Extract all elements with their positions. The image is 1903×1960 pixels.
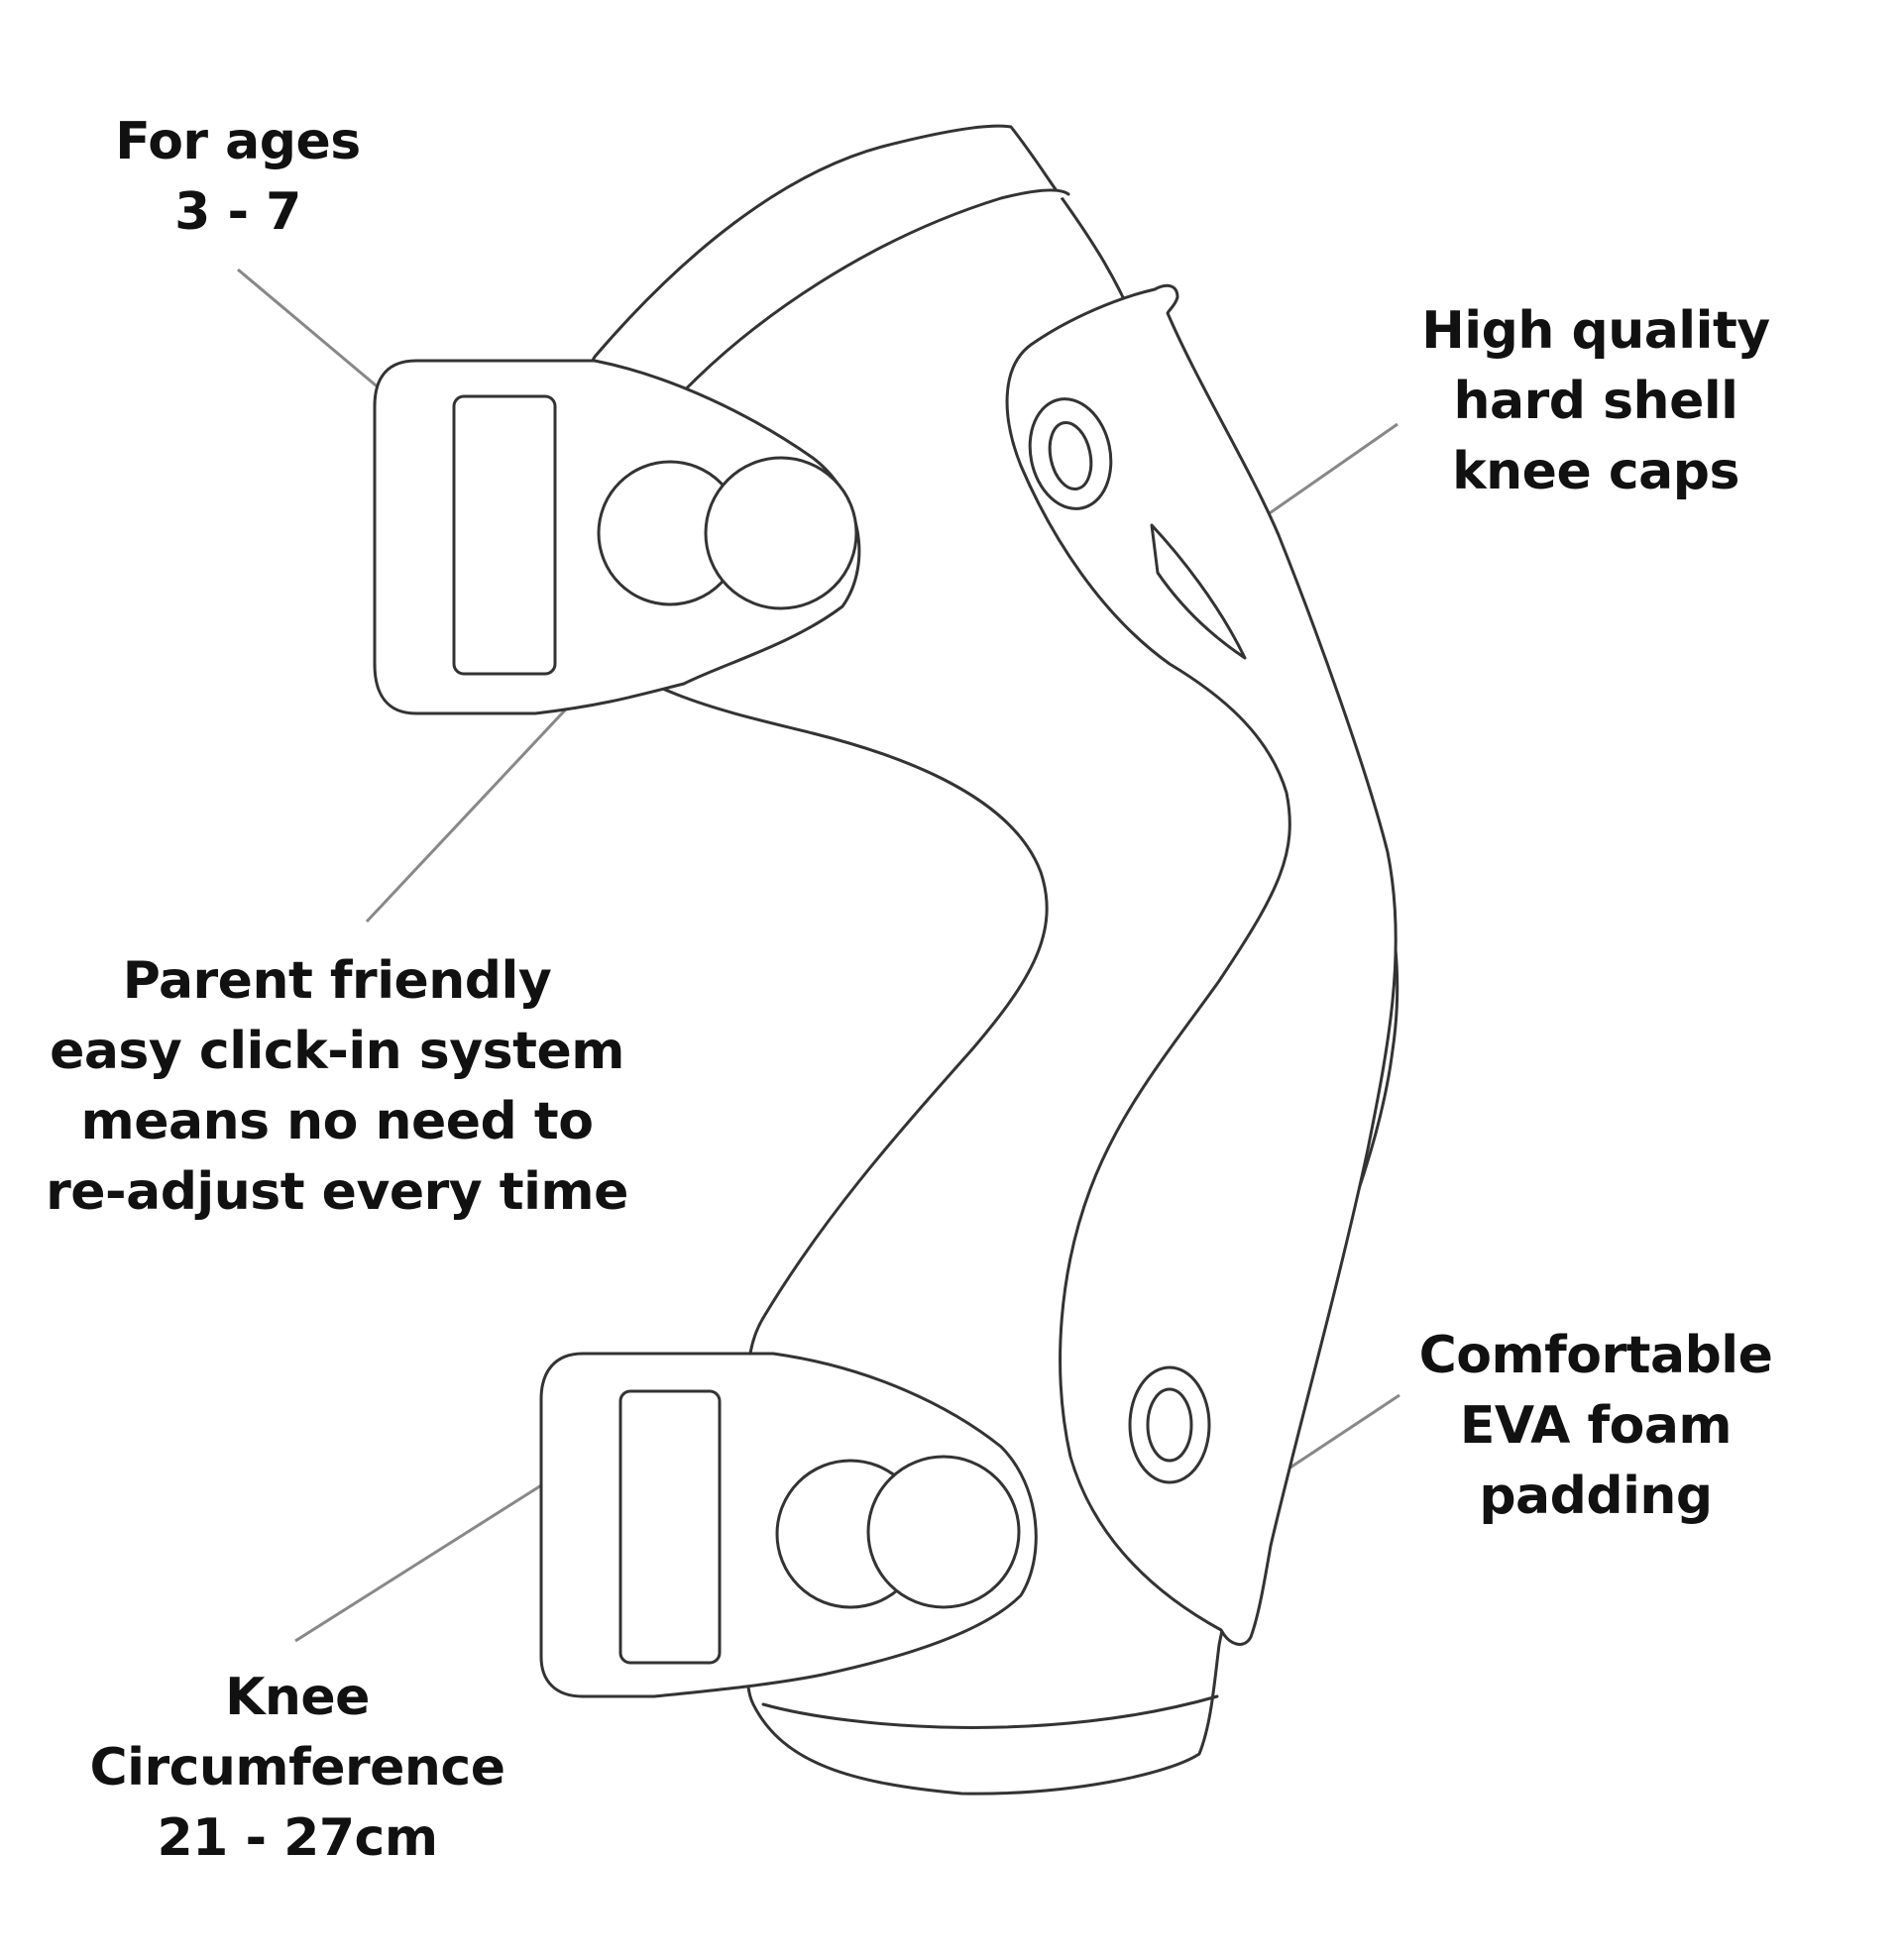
lower-strap-slot [618,1389,722,1665]
leader-line-circumference [294,1455,588,1643]
vent-slot [1150,523,1247,660]
label-click-in-line-1: Parent friendly [122,951,552,1011]
label-foam-line-1: Comfortable [1418,1326,1773,1385]
label-click-in-line-3: means no need to [80,1092,594,1151]
label-knee-circumference: Knee Circumference 21 - 27cm [59,1663,535,1874]
label-circumference-line-3: 21 - 27cm [157,1808,438,1868]
label-click-in-line-4: re-adjust every time [46,1162,628,1222]
label-click-in-system: Parent friendly easy click-in system mea… [20,946,654,1228]
label-ages: For ages 3 - 7 [40,107,436,248]
label-hard-shell-line-1: High quality [1421,301,1770,361]
upper-rivet-inner [1048,420,1093,491]
top-cuff-fold [672,188,1070,403]
lower-rivet-inner [1146,1387,1193,1463]
label-hard-shell-line-3: knee caps [1452,442,1739,501]
label-circumference-line-1: Knee [225,1668,370,1727]
hard-shell-kneecap [1005,283,1398,1646]
label-foam-line-3: padding [1479,1467,1713,1526]
label-ages-line-1: For ages [115,112,361,171]
label-foam-line-2: EVA foam [1459,1396,1733,1456]
label-hard-shell: High quality hard shell knee caps [1368,296,1824,507]
bottom-cuff-fold [761,1694,1219,1729]
label-click-in-line-2: easy click-in system [50,1022,624,1081]
label-foam-padding: Comfortable EVA foam padding [1368,1321,1824,1532]
label-hard-shell-line-2: hard shell [1453,372,1738,431]
upper-click-button-front [704,456,858,610]
upper-strap-slot [452,394,557,676]
label-circumference-line-2: Circumference [89,1738,505,1797]
label-ages-line-2: 3 - 7 [174,182,301,242]
lower-click-button-front [866,1455,1021,1609]
